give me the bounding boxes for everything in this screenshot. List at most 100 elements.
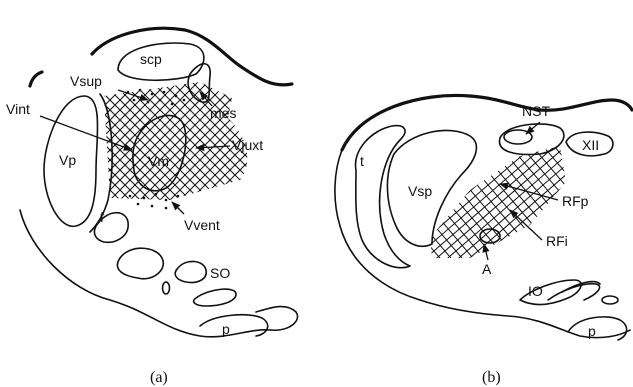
panel-a-outline-left-hook <box>30 72 42 86</box>
label-vsp: Vsp <box>408 183 432 199</box>
panel-b: NST XII t Vsp RFp RFi A IO p (b) <box>280 95 633 386</box>
label-scp: scp <box>140 51 162 67</box>
caption-a: (a) <box>150 369 168 386</box>
label-nst: NST <box>522 103 550 119</box>
label-vp: Vp <box>59 152 76 168</box>
hatch-line <box>291 140 441 270</box>
arrow-vvent <box>172 202 184 214</box>
hatch-line <box>280 140 430 270</box>
stipple-dot <box>171 103 174 106</box>
arrow-a <box>484 244 488 260</box>
panel-a-lower-blob-1 <box>117 248 163 279</box>
hatch-line <box>210 70 350 210</box>
stipple-dot <box>165 207 168 210</box>
hatch-line <box>362 140 472 270</box>
panel-a-small-oval <box>163 282 170 294</box>
stipple-dot <box>163 91 166 94</box>
hatch-line <box>505 140 615 270</box>
arrow-rfi <box>510 210 542 240</box>
panel-a-lower-blob-3 <box>194 289 236 306</box>
caption-b: (b) <box>482 369 501 386</box>
hatch-line <box>544 140 633 270</box>
hatch-line <box>395 140 505 270</box>
hatch-line <box>0 70 100 210</box>
hatch-line <box>200 70 340 210</box>
stipple-dot <box>165 199 168 202</box>
hatch-line <box>0 70 80 210</box>
hatch-line <box>478 140 628 270</box>
hatch-line <box>0 70 50 210</box>
stipple-dot <box>175 95 178 98</box>
stipple-dot <box>155 193 158 196</box>
hatch-line <box>260 70 400 210</box>
hatch-line <box>0 70 70 210</box>
hatch-line <box>368 140 518 270</box>
hatch-line <box>615 140 633 270</box>
hatch-line <box>406 140 516 270</box>
hatch-line <box>390 140 540 270</box>
label-p-a: p <box>222 321 230 337</box>
label-io: IO <box>528 283 543 299</box>
label-f: f <box>100 209 104 225</box>
stipple-dot <box>129 195 132 198</box>
p-region-b <box>568 317 627 340</box>
label-a: A <box>482 261 492 277</box>
panel-b-outline-bottom <box>420 300 630 338</box>
t-region <box>355 126 410 268</box>
panel-a-lower-blob-2 <box>175 261 206 282</box>
hatch-line <box>0 70 40 210</box>
label-vjuxt: Vjuxt <box>232 137 263 153</box>
label-t: t <box>360 153 364 169</box>
label-so: SO <box>210 265 230 281</box>
stipple-dot <box>151 205 154 208</box>
label-p-b: p <box>588 323 596 339</box>
hatch-line <box>593 140 633 270</box>
hatch-line <box>200 70 340 210</box>
hatch-line <box>0 70 60 210</box>
label-vm: Vm <box>148 153 169 169</box>
label-vvent: Vvent <box>184 217 220 233</box>
arrow-vsup <box>118 90 148 100</box>
hatch-line <box>270 70 410 210</box>
hatch-line <box>110 70 250 210</box>
hatch-line <box>324 140 474 270</box>
hatch-line <box>0 70 110 210</box>
stipple-dot <box>183 99 186 102</box>
hatch-line <box>467 140 617 270</box>
hatch-line <box>401 140 551 270</box>
io-small-oval <box>602 296 618 304</box>
hatch-line <box>604 140 633 270</box>
hatch-line <box>10 70 150 210</box>
stipple-dot <box>151 93 154 96</box>
panel-a-hatching <box>0 70 440 210</box>
hatch-line <box>379 140 529 270</box>
hatch-line <box>384 140 494 270</box>
hatch-line <box>250 70 390 210</box>
hatch-line <box>582 140 633 270</box>
hatch-line <box>0 70 120 210</box>
hatch-line <box>423 140 573 270</box>
label-vint: Vint <box>6 101 30 117</box>
label-vsup: Vsup <box>70 73 102 89</box>
label-rfi: RFi <box>546 233 568 249</box>
stipple-dot <box>137 203 140 206</box>
label-xii: XII <box>582 137 599 153</box>
hatch-line <box>412 140 562 270</box>
stipple-dot <box>159 99 162 102</box>
panel-b-outline-left <box>335 150 420 300</box>
hatch-line <box>0 70 90 210</box>
hatch-line <box>335 140 485 270</box>
hatch-line <box>0 70 110 210</box>
label-rfp: RFp <box>562 193 589 209</box>
hatch-line <box>0 70 100 210</box>
stipple-dot <box>139 89 142 92</box>
stipple-dot <box>133 99 136 102</box>
stipple-dot <box>177 195 180 198</box>
p-region-a <box>200 315 268 336</box>
hatch-line <box>0 70 120 210</box>
label-mes: mes <box>210 105 236 121</box>
panel-a: scp Vsup mes Vint Vp Vm Vjuxt f Vvent SO… <box>0 28 440 386</box>
hatch-line <box>302 140 452 270</box>
hatch-line <box>210 70 350 210</box>
